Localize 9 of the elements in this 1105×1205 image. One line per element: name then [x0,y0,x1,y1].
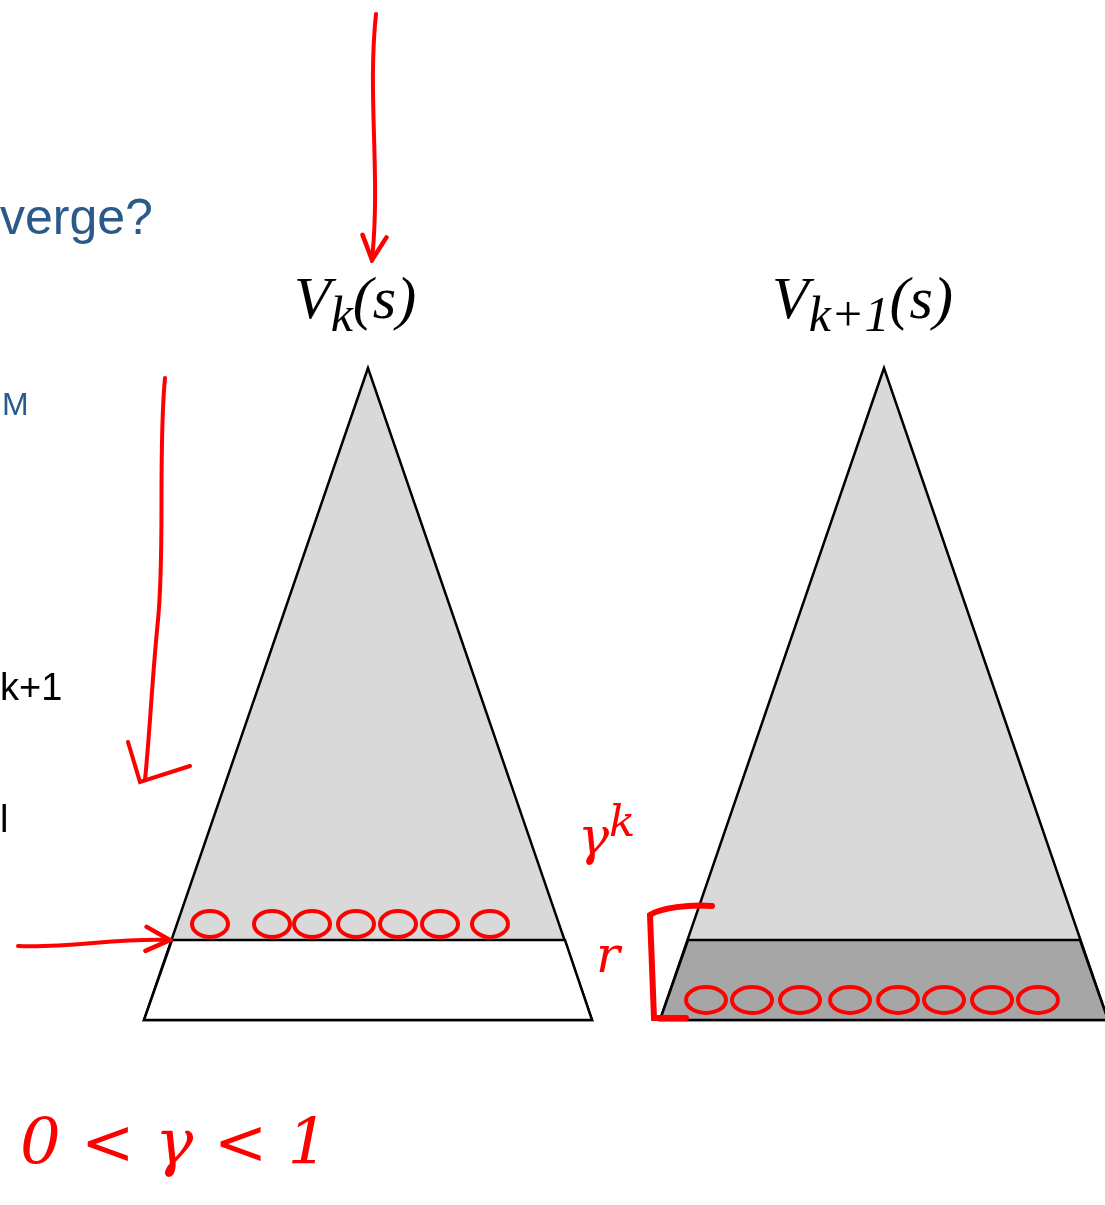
slide-heading-fragment: verge? [0,192,153,242]
slide-text-fragment: k+1 [0,668,63,706]
arrow [16,925,173,954]
formula-label: V$_{k+1}$(s) [772,268,953,339]
formula-label: V$_{k}$(s) [294,268,417,339]
handwritten-formula: γ$^{k}$ [578,800,636,863]
slide-text-fragment: l [0,800,9,838]
slide-text-fragment: M [2,388,29,420]
arrow [359,12,389,263]
